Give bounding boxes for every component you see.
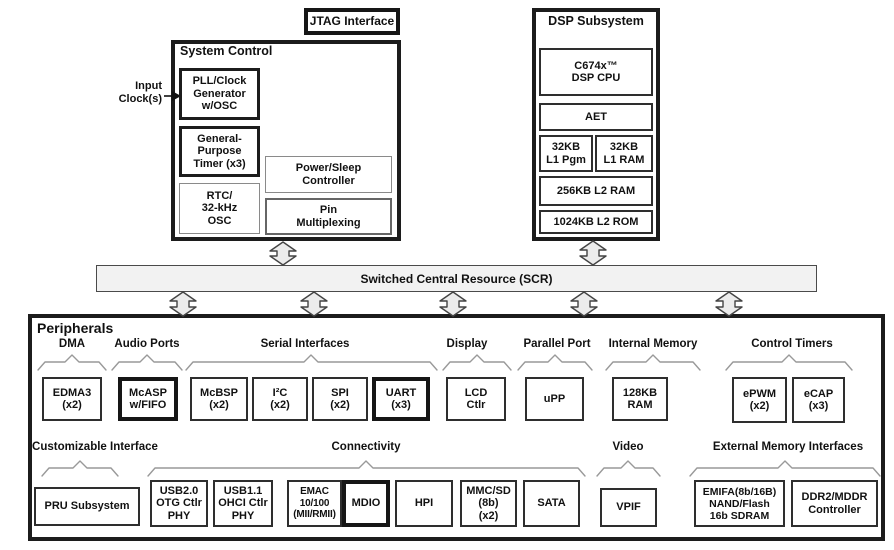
dsp-cpu-block: C674x™ DSP CPU xyxy=(539,48,653,96)
sysctrl-scr-arrow-icon xyxy=(269,241,297,266)
vpif-block: VPIF xyxy=(600,488,657,527)
upp-block: uPP xyxy=(525,377,584,421)
spi-block: SPI (x2) xyxy=(312,377,368,421)
epwm-block: ePWM (x2) xyxy=(732,377,787,423)
system-control-title: System Control xyxy=(180,44,273,58)
sata-block: SATA xyxy=(523,480,580,527)
scr-peripherals-arrow-icon xyxy=(439,291,467,317)
dsp-scr-arrow-icon xyxy=(579,240,607,266)
group-label-connectivity: Connectivity xyxy=(331,441,401,453)
l1-ram-block: 32KB L1 RAM xyxy=(595,135,653,172)
uart-block: UART (x3) xyxy=(372,377,430,421)
emac-block: EMAC 10/100 (MII/RMII) xyxy=(287,480,342,527)
pin-multiplexing-block: Pin Multiplexing xyxy=(265,198,392,235)
i2c-block: I²C (x2) xyxy=(252,377,308,421)
group-label-external-memory: External Memory Interfaces xyxy=(712,441,864,453)
mmcsd-block: MMC/SD (8b) (x2) xyxy=(460,480,517,527)
edma3-block: EDMA3 (x2) xyxy=(42,377,102,421)
usb11-block: USB1.1 OHCI Ctlr PHY xyxy=(213,480,273,527)
group-label-parallel-port: Parallel Port xyxy=(523,338,591,350)
mdio-block: MDIO xyxy=(342,480,390,527)
dsp-subsystem-title: DSP Subsystem xyxy=(548,14,644,28)
scr-peripherals-arrow-icon xyxy=(570,291,598,317)
l1-pgm-block: 32KB L1 Pgm xyxy=(539,135,593,172)
group-label-audio-ports: Audio Ports xyxy=(114,338,180,350)
group-label-serial-interfaces: Serial Interfaces xyxy=(260,338,350,350)
aet-block: AET xyxy=(539,103,653,131)
hpi-block: HPI xyxy=(395,480,453,527)
scr-peripherals-arrow-icon xyxy=(169,291,197,317)
input-clocks-label: Input Clock(s) xyxy=(118,80,162,105)
group-label-dma: DMA xyxy=(58,338,86,350)
group-label-display: Display xyxy=(446,338,488,350)
l2-rom-block: 1024KB L2 ROM xyxy=(539,210,653,234)
scr-peripherals-arrow-icon xyxy=(300,291,328,317)
group-label-internal-memory: Internal Memory xyxy=(608,338,698,350)
pll-clock-generator-block: PLL/Clock Generator w/OSC xyxy=(179,68,260,120)
group-label-video: Video xyxy=(612,441,644,453)
power-sleep-controller-block: Power/Sleep Controller xyxy=(265,156,392,193)
mcasp-block: McASP w/FIFO xyxy=(118,377,178,421)
lcd-ctlr-block: LCD Ctlr xyxy=(446,377,506,421)
scr-peripherals-arrow-icon xyxy=(715,291,743,317)
l2-ram-block: 256KB L2 RAM xyxy=(539,176,653,206)
ram-128kb-block: 128KB RAM xyxy=(612,377,668,421)
emifa-block: EMIFA(8b/16B) NAND/Flash 16b SDRAM xyxy=(694,480,785,527)
pru-subsystem-block: PRU Subsystem xyxy=(34,487,140,526)
mcbsp-block: McBSP (x2) xyxy=(190,377,248,421)
scr-bus-bar: Switched Central Resource (SCR) xyxy=(96,265,817,292)
usb20-block: USB2.0 OTG Ctlr PHY xyxy=(150,480,208,527)
ecap-block: eCAP (x3) xyxy=(792,377,845,423)
group-label-customizable-interface: Customizable Interface xyxy=(32,441,158,453)
group-label-control-timers: Control Timers xyxy=(751,338,833,350)
peripherals-title: Peripherals xyxy=(37,320,114,336)
general-purpose-timer-block: General- Purpose Timer (x3) xyxy=(179,126,260,177)
rtc-osc-block: RTC/ 32-kHz OSC xyxy=(179,183,260,234)
ddr2-block: DDR2/MDDR Controller xyxy=(791,480,878,527)
jtag-interface-block: JTAG Interface xyxy=(304,8,400,35)
